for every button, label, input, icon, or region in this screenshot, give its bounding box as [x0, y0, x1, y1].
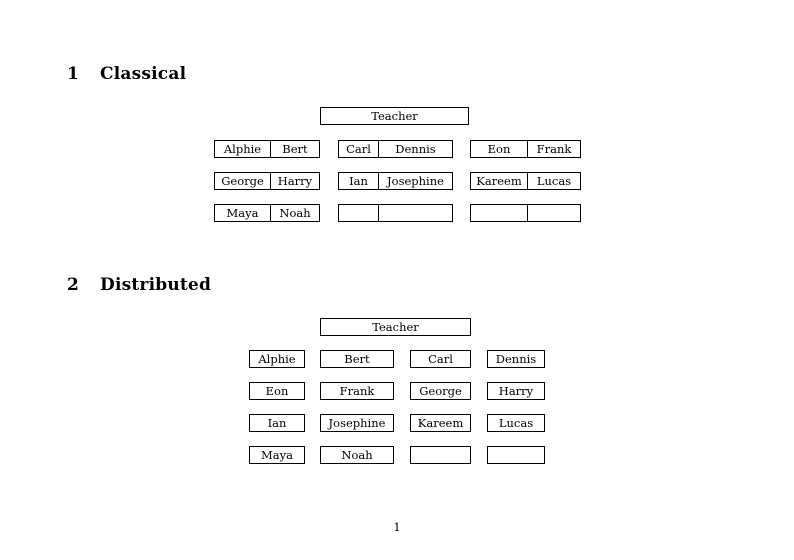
classical-pair-box-empty[interactable] — [470, 204, 581, 222]
classical-cell[interactable]: Alphie — [223, 142, 262, 156]
distributed-teacher-box[interactable]: Teacher — [320, 318, 471, 336]
classical-cell-empty[interactable] — [378, 205, 452, 221]
classical-pair-box[interactable]: Eon Frank — [470, 140, 581, 158]
distributed-box-empty[interactable] — [410, 446, 471, 464]
classical-cell[interactable]: George — [221, 174, 264, 188]
classical-cell[interactable]: Eon — [487, 142, 511, 156]
classical-cell[interactable]: Bert — [270, 141, 319, 157]
classical-pair-box[interactable]: George Harry — [214, 172, 320, 190]
section-title-distributed: Distributed — [100, 275, 212, 295]
distributed-box[interactable]: Ian — [249, 414, 305, 432]
classical-pair-box-empty[interactable] — [338, 204, 453, 222]
distributed-box[interactable]: Kareem — [410, 414, 471, 432]
distributed-box[interactable]: Noah — [320, 446, 394, 464]
distributed-box[interactable]: Josephine — [320, 414, 394, 432]
classical-cell[interactable]: Lucas — [527, 173, 580, 189]
classical-cell[interactable]: Ian — [349, 174, 368, 188]
classical-cell[interactable]: Frank — [527, 141, 580, 157]
distributed-box[interactable]: Alphie — [249, 350, 305, 368]
classical-cell[interactable]: Maya — [226, 206, 259, 220]
classical-pair-box[interactable]: Alphie Bert — [214, 140, 320, 158]
classical-pair-box[interactable]: Kareem Lucas — [470, 172, 581, 190]
classical-cell[interactable]: Josephine — [378, 173, 452, 189]
distributed-box[interactable]: George — [410, 382, 471, 400]
classical-cell-empty[interactable] — [471, 205, 527, 221]
classical-pair-box[interactable]: Maya Noah — [214, 204, 320, 222]
distributed-box[interactable]: Maya — [249, 446, 305, 464]
classical-cell-empty[interactable] — [339, 205, 378, 221]
classical-cell[interactable]: Carl — [346, 142, 371, 156]
classical-cell[interactable]: Dennis — [378, 141, 452, 157]
classical-pair-box[interactable]: Carl Dennis — [338, 140, 453, 158]
distributed-box[interactable]: Dennis — [487, 350, 545, 368]
classical-cell[interactable]: Kareem — [476, 174, 522, 188]
classical-cell-empty[interactable] — [527, 205, 580, 221]
section-heading-classical: 1 Classical — [67, 64, 186, 84]
distributed-box[interactable]: Bert — [320, 350, 394, 368]
distributed-box-empty[interactable] — [487, 446, 545, 464]
distributed-box[interactable]: Lucas — [487, 414, 545, 432]
distributed-box[interactable]: Frank — [320, 382, 394, 400]
classical-teacher-box[interactable]: Teacher — [320, 107, 469, 125]
classical-cell[interactable]: Noah — [270, 205, 319, 221]
distributed-box[interactable]: Carl — [410, 350, 471, 368]
classical-cell[interactable]: Harry — [270, 173, 319, 189]
section-number-1: 1 — [67, 64, 80, 84]
distributed-box[interactable]: Eon — [249, 382, 305, 400]
page-number: 1 — [393, 520, 401, 534]
section-heading-distributed: 2 Distributed — [67, 275, 211, 295]
distributed-box[interactable]: Harry — [487, 382, 545, 400]
classical-pair-box[interactable]: Ian Josephine — [338, 172, 453, 190]
section-title-classical: Classical — [100, 64, 187, 84]
section-number-2: 2 — [67, 275, 80, 295]
